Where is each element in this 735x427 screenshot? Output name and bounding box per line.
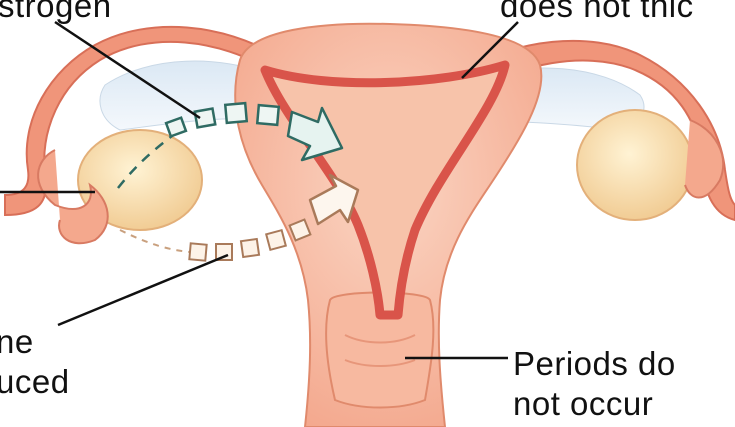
hormone-label-line1: ne [0, 324, 34, 360]
periods-label-line1: Periods do [513, 346, 676, 382]
lining-label: does not thic [500, 0, 694, 24]
leader-hormone [58, 255, 228, 325]
estrogen-label: strogen [0, 0, 112, 24]
periods-label-line2: not occur [513, 386, 653, 422]
hormone-label-line2: uced [0, 364, 70, 400]
right-ovary [577, 110, 693, 220]
